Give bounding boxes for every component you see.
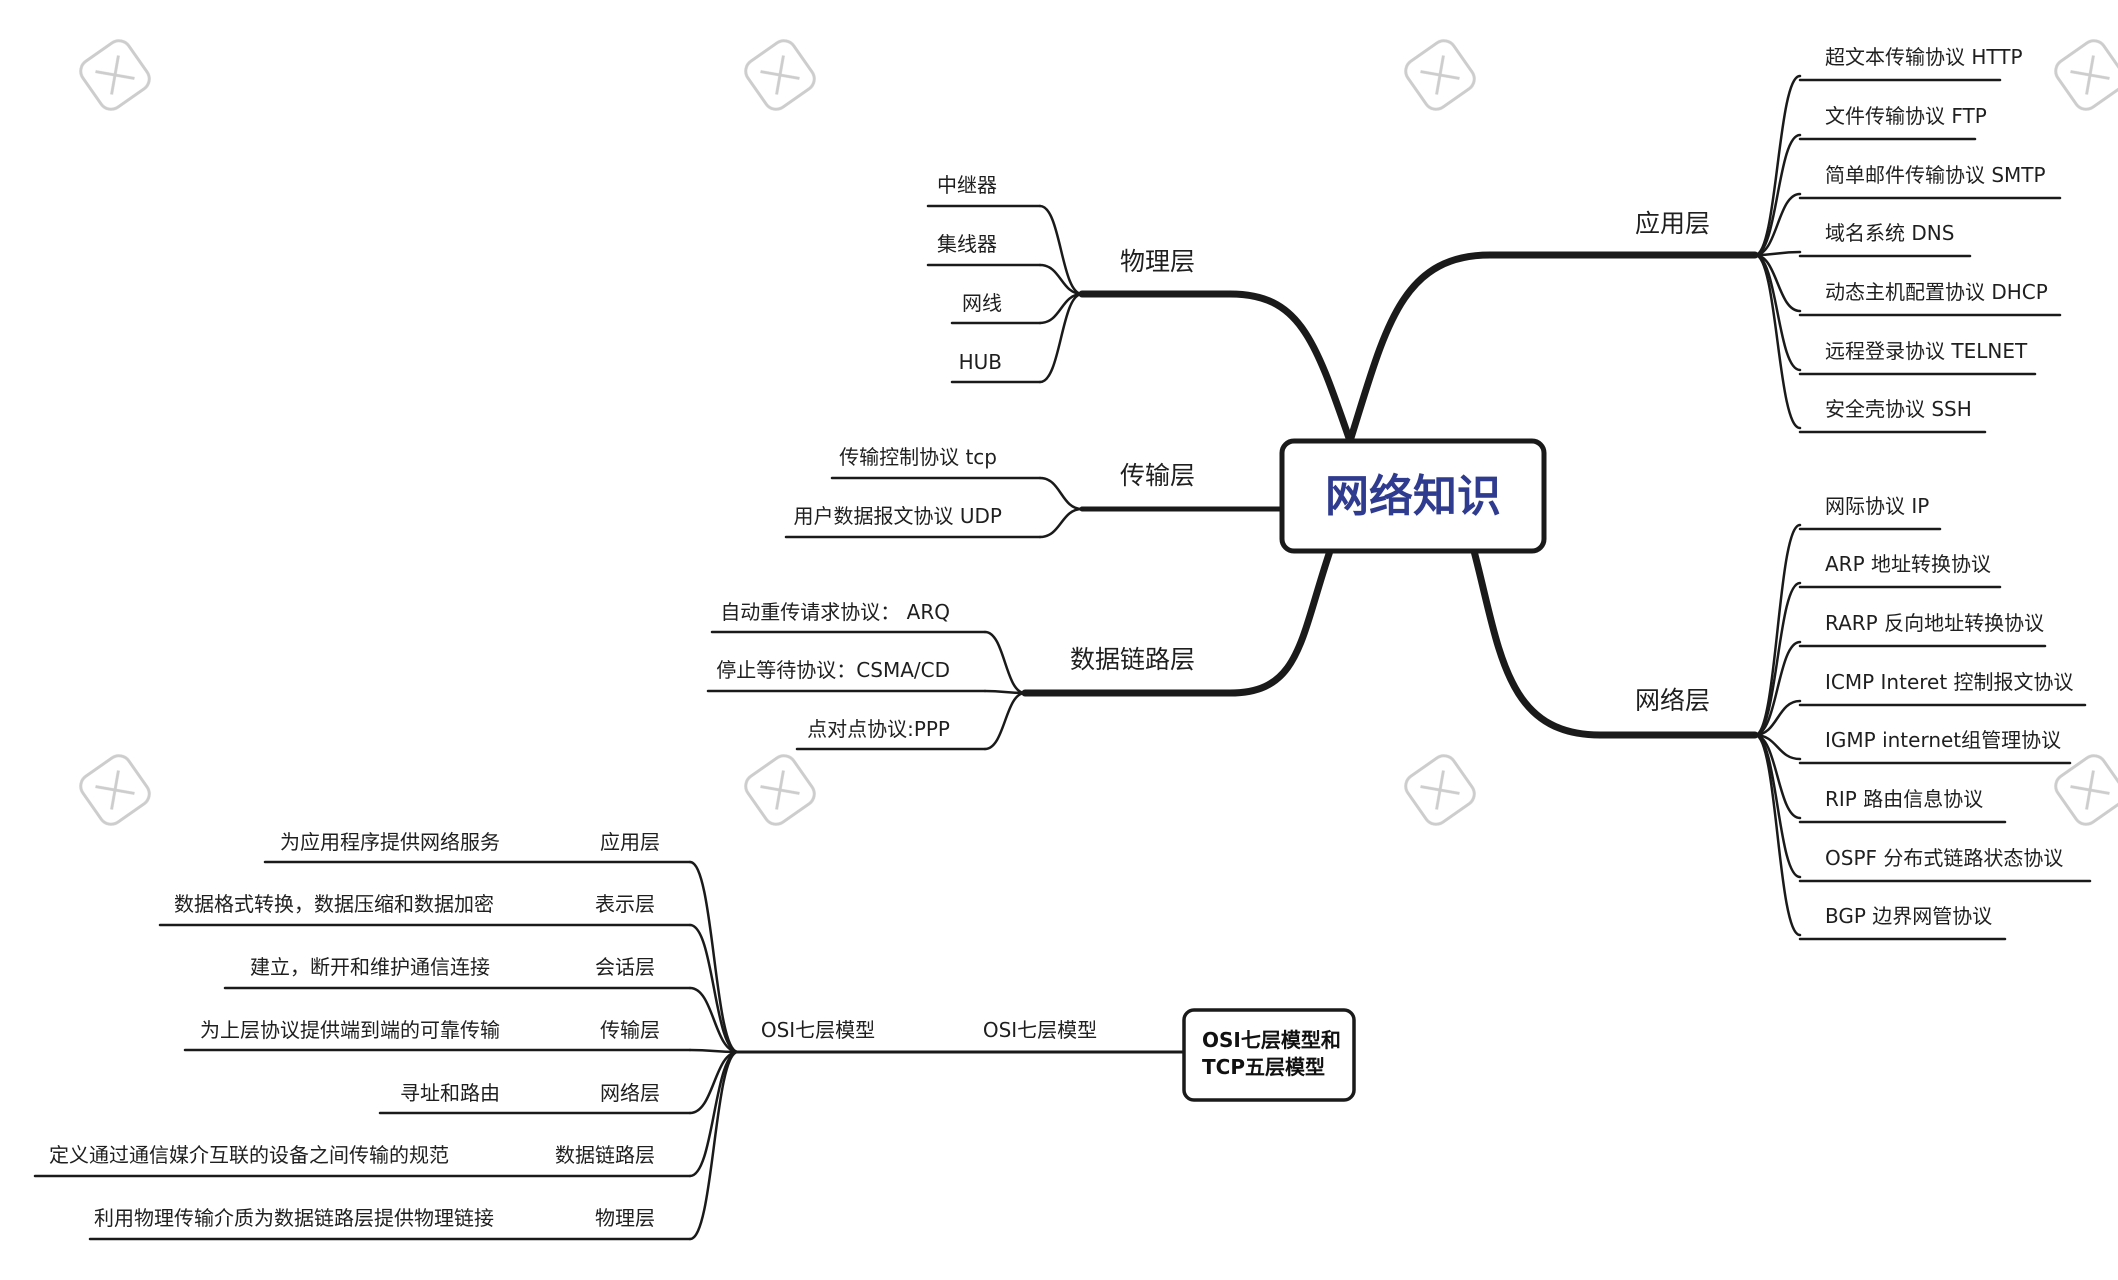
osi-layer-connector <box>688 860 740 1054</box>
xmind-watermark-icon <box>744 39 816 111</box>
osi-branch-label[interactable]: OSI七层模型 <box>983 1018 1097 1042</box>
leaf-connector-network <box>1753 640 1802 737</box>
leaf-transport-item[interactable]: 用户数据报文协议 UDP <box>794 504 1002 528</box>
leaf-network-item[interactable]: IGMP internet组管理协议 <box>1825 728 2061 752</box>
leaf-physical-item[interactable]: 中继器 <box>937 173 997 197</box>
leaf-application-item[interactable]: 简单邮件传输协议 SMTP <box>1825 163 2046 187</box>
osi-layer-desc[interactable]: 定义通过通信媒介互联的设备之间传输的规范 <box>49 1143 449 1167</box>
osi-root-line1: OSI七层模型和 <box>1202 1028 1341 1052</box>
osi-layer-name[interactable]: 网络层 <box>600 1081 660 1105</box>
branch-connector-datalink <box>1021 547 1334 697</box>
transport-leaves: 传输控制协议 tcp 用户数据报文协议 UDP <box>794 445 1002 528</box>
leaf-network-item[interactable]: RARP 反向地址转换协议 <box>1825 611 2044 635</box>
osi-layer-desc[interactable]: 利用物理传输介质为数据链路层提供物理链接 <box>94 1206 494 1230</box>
osi-layer-name[interactable]: 表示层 <box>595 892 655 916</box>
osi-layer-desc[interactable]: 为应用程序提供网络服务 <box>280 830 500 854</box>
network-leaves: 网际协议 IP ARP 地址转换协议 RARP 反向地址转换协议 ICMP In… <box>1825 494 2074 928</box>
leaf-connector-application <box>1753 133 1802 257</box>
branch-application-label[interactable]: 应用层 <box>1635 209 1710 238</box>
xmind-watermark-icon <box>79 39 151 111</box>
central-topic[interactable]: 网络知识 <box>1279 438 1547 554</box>
leaf-application-item[interactable]: 安全壳协议 SSH <box>1825 397 1972 421</box>
branch-transport-label[interactable]: 传输层 <box>1120 461 1195 490</box>
connector-layer <box>33 74 2092 1241</box>
leaf-connector-physical <box>1038 204 1084 296</box>
osi-layer-descriptions: 为应用程序提供网络服务 数据格式转换，数据压缩和数据加密 建立，断开和维护通信连… <box>49 830 500 1230</box>
branch-physical-label[interactable]: 物理层 <box>1120 247 1195 276</box>
leaf-connector-network <box>1753 733 1802 937</box>
leaf-application-item[interactable]: 文件传输协议 FTP <box>1825 104 1987 128</box>
leaf-physical-item[interactable]: HUB <box>959 350 1002 374</box>
leaf-connector-physical <box>1038 263 1084 296</box>
leaf-datalink-item[interactable]: 停止等待协议：CSMA/CD <box>716 658 950 682</box>
branch-connector-application <box>1346 251 1759 445</box>
osi-layer-name[interactable]: 数据链路层 <box>555 1143 655 1167</box>
leaf-connector-application <box>1753 192 1802 257</box>
leaf-connector-network <box>1753 699 1802 737</box>
leaf-connector-network <box>1753 733 1802 879</box>
osi-layer-connector <box>688 1050 740 1178</box>
leaf-network-item[interactable]: 网际协议 IP <box>1825 494 1929 518</box>
application-leaves: 超文本传输协议 HTTP 文件传输协议 FTP 简单邮件传输协议 SMTP 域名… <box>1825 45 2048 421</box>
leaf-connector-network <box>1753 581 1802 737</box>
leaf-connector-application <box>1753 74 1802 257</box>
leaf-application-item[interactable]: 远程登录协议 TELNET <box>1825 339 2028 363</box>
osi-layer-name[interactable]: 物理层 <box>595 1206 655 1230</box>
osi-layer-desc[interactable]: 寻址和路由 <box>400 1081 500 1105</box>
leaf-network-item[interactable]: BGP 边界网管协议 <box>1825 904 1992 928</box>
leaf-application-item[interactable]: 动态主机配置协议 DHCP <box>1825 280 2048 304</box>
leaf-network-item[interactable]: ICMP Interet 控制报文协议 <box>1825 670 2074 694</box>
xmind-watermark-icon <box>2054 39 2118 111</box>
leaf-application-item[interactable]: 超文本传输协议 HTTP <box>1825 45 2023 69</box>
osi-sub-label[interactable]: OSI七层模型 <box>761 1018 875 1042</box>
branch-connector-network <box>1470 547 1759 739</box>
leaf-connector-physical <box>1038 292 1084 384</box>
osi-layer-connector <box>688 923 740 1054</box>
xmind-watermark-icon <box>744 754 816 826</box>
leaf-connector-application <box>1753 253 1802 372</box>
central-topic-title: 网络知识 <box>1325 471 1501 522</box>
datalink-leaves: 自动重传请求协议： ARQ 停止等待协议：CSMA/CD 点对点协议:PPP <box>716 600 950 741</box>
leaf-network-item[interactable]: RIP 路由信息协议 <box>1825 787 1983 811</box>
leaf-application-item[interactable]: 域名系统 DNS <box>1825 221 1954 245</box>
branch-datalink-label[interactable]: 数据链路层 <box>1070 645 1195 674</box>
xmind-watermark-icon <box>1404 754 1476 826</box>
leaf-datalink-item[interactable]: 点对点协议:PPP <box>807 717 950 741</box>
leaf-datalink-item[interactable]: 自动重传请求协议： ARQ <box>720 600 950 624</box>
leaf-network-item[interactable]: OSPF 分布式链路状态协议 <box>1825 846 2063 870</box>
branch-network-label[interactable]: 网络层 <box>1635 686 1710 715</box>
osi-layer-desc[interactable]: 为上层协议提供端到端的可靠传输 <box>200 1018 500 1042</box>
physical-leaves: 中继器 集线器 网线 HUB <box>937 173 1002 374</box>
osi-layer-names: 应用层 表示层 会话层 传输层 网络层 数据链路层 物理层 <box>555 830 660 1230</box>
leaf-transport-item[interactable]: 传输控制协议 tcp <box>839 445 997 469</box>
osi-layer-name[interactable]: 传输层 <box>600 1018 660 1042</box>
osi-layer-connector <box>688 1050 740 1241</box>
osi-layer-name[interactable]: 会话层 <box>595 955 655 979</box>
osi-layer-name[interactable]: 应用层 <box>600 830 660 854</box>
osi-layer-desc[interactable]: 建立，断开和维护通信连接 <box>250 955 490 979</box>
branch-connector-physical <box>1078 290 1354 445</box>
xmind-watermark-icon <box>79 754 151 826</box>
osi-layer-connector <box>688 986 740 1054</box>
osi-root-topic[interactable]: OSI七层模型和 TCP五层模型 <box>1182 1008 1356 1102</box>
watermark-layer <box>79 39 2118 826</box>
leaf-physical-item[interactable]: 网线 <box>962 291 1002 315</box>
osi-layer-desc[interactable]: 数据格式转换，数据压缩和数据加密 <box>174 892 494 916</box>
leaf-connector-transport <box>1038 476 1084 511</box>
xmind-watermark-icon <box>1404 39 1476 111</box>
leaf-connector-application <box>1753 253 1802 430</box>
leaf-network-item[interactable]: ARP 地址转换协议 <box>1825 552 1991 576</box>
osi-root-line2: TCP五层模型 <box>1202 1055 1325 1079</box>
leaf-physical-item[interactable]: 集线器 <box>937 232 997 256</box>
xmind-watermark-icon <box>2054 754 2118 826</box>
leaf-connector-datalink <box>983 691 1027 751</box>
leaf-connector-transport <box>1038 507 1084 539</box>
leaf-connector-datalink <box>983 630 1027 695</box>
